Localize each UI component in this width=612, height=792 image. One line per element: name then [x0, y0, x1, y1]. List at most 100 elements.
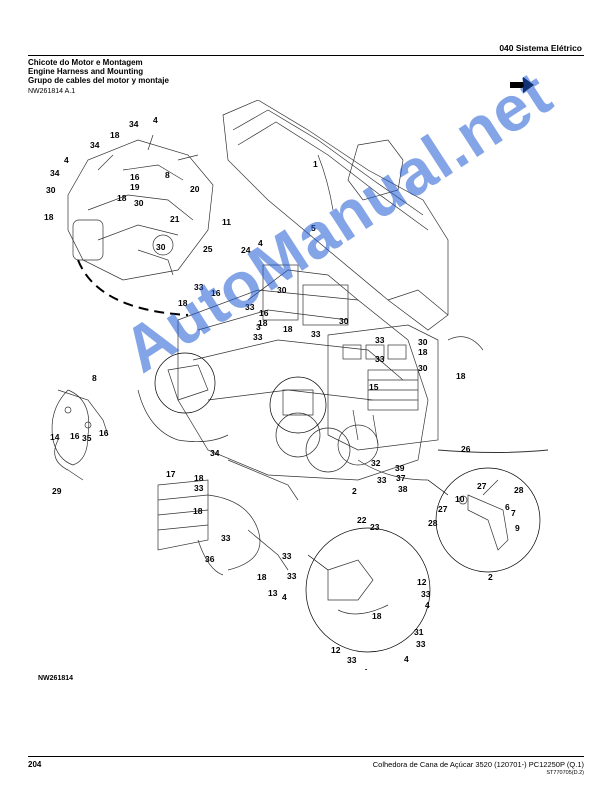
callout-34: 34	[210, 448, 220, 458]
callout-18: 18	[178, 298, 188, 308]
hood-frame	[222, 100, 449, 331]
left-harness	[51, 389, 109, 466]
callout-28: 28	[428, 518, 438, 528]
callout-7: 7	[511, 508, 516, 518]
callout-27: 27	[438, 504, 448, 514]
callout-30: 30	[277, 285, 287, 295]
callout-1: 1	[313, 159, 318, 169]
title-english: Engine Harness and Mounting	[28, 67, 144, 76]
callout-15: 15	[369, 382, 379, 392]
figure-label: NW261814	[38, 675, 74, 682]
callout-20: 20	[190, 184, 200, 194]
callout-33: 33	[377, 475, 387, 485]
callout-18: 18	[258, 318, 268, 328]
callout-8: 8	[165, 170, 170, 180]
callout-37: 37	[396, 473, 406, 483]
callout-30: 30	[134, 198, 144, 208]
callout-27: 27	[477, 481, 487, 491]
callout-33: 33	[253, 332, 263, 342]
callout-34: 34	[50, 168, 60, 178]
callout-24: 24	[241, 245, 251, 255]
callout-16: 16	[211, 288, 221, 298]
callout-32: 32	[371, 458, 381, 468]
callout-33: 33	[416, 639, 426, 649]
callout-21: 21	[170, 214, 180, 224]
callout-4: 4	[363, 667, 368, 670]
callout-4: 4	[258, 238, 263, 248]
callout-34: 34	[129, 119, 139, 129]
callout-30: 30	[418, 337, 428, 347]
footer-code: ST770705(D.2)	[546, 770, 584, 776]
callout-2: 2	[488, 572, 493, 582]
callout-16: 16	[99, 428, 109, 438]
callout-33: 33	[221, 533, 231, 543]
callout-12: 12	[417, 577, 427, 587]
callout-11: 11	[222, 217, 231, 227]
callout-25: 25	[203, 244, 213, 254]
callout-4: 4	[153, 115, 158, 125]
callout-33: 33	[194, 282, 204, 292]
figure-id: NW261814 A.1	[28, 88, 76, 95]
callout-23: 23	[370, 522, 380, 532]
header-rule	[28, 55, 584, 56]
title-portuguese: Chicote do Motor e Montagem	[28, 58, 143, 67]
callout-5: 5	[311, 223, 316, 233]
callout-38: 38	[398, 484, 408, 494]
callout-18: 18	[193, 506, 203, 516]
fuse-panel	[327, 324, 439, 451]
callout-18: 18	[372, 611, 382, 621]
engine-detail-topleft	[67, 134, 214, 281]
callout-33: 33	[287, 571, 297, 581]
callout-33: 33	[347, 655, 357, 665]
callout-29: 29	[52, 486, 62, 496]
callout-4: 4	[282, 592, 287, 602]
callout-16: 16	[130, 172, 140, 182]
callout-26: 26	[461, 444, 471, 454]
callout-33: 33	[375, 354, 385, 364]
callout-8: 8	[92, 373, 97, 383]
callout-18: 18	[110, 130, 120, 140]
callout-33: 33	[421, 589, 431, 599]
callout-39: 39	[395, 463, 405, 473]
footer-description: Colhedora de Cana de Açúcar 3520 (120701…	[372, 760, 584, 769]
callout-16: 16	[70, 431, 80, 441]
callout-12: 12	[331, 645, 341, 655]
callout-30: 30	[339, 316, 349, 326]
callout-22: 22	[357, 515, 367, 525]
callout-33: 33	[282, 551, 292, 561]
engine-block	[177, 264, 429, 481]
title-block: Chicote do Motor e Montagem Engine Harne…	[28, 58, 169, 85]
callout-18: 18	[117, 193, 127, 203]
callout-36: 36	[205, 554, 215, 564]
callout-6: 6	[505, 502, 510, 512]
page-number: 204	[28, 760, 42, 769]
callout-34: 34	[90, 140, 100, 150]
callout-18: 18	[418, 347, 428, 357]
callout-18: 18	[456, 371, 466, 381]
exploded-parts-drawing: 34 4 18 34 4 34 16 8 19 20 30 18 30 21 1…	[44, 100, 549, 670]
callout-18: 18	[194, 473, 204, 483]
callout-4: 4	[425, 600, 430, 610]
callout-16: 16	[259, 308, 269, 318]
callout-19: 19	[130, 182, 140, 192]
callout-33: 33	[375, 335, 385, 345]
callout-28: 28	[514, 485, 524, 495]
callout-2: 2	[352, 486, 357, 496]
callout-14: 14	[50, 432, 60, 442]
callout-13: 13	[268, 588, 278, 598]
section-title: 040 Sistema Elétrico	[499, 43, 582, 53]
callout-30: 30	[46, 185, 56, 195]
callout-31: 31	[414, 627, 424, 637]
callout-35: 35	[82, 433, 92, 443]
callout-labels: 34 4 18 34 4 34 16 8 19 20 30 18 30 21 1…	[44, 115, 524, 670]
callout-33: 33	[194, 483, 204, 493]
callout-4: 4	[64, 155, 69, 165]
callout-18: 18	[283, 324, 293, 334]
callout-30: 30	[156, 242, 166, 252]
callout-4: 4	[404, 654, 409, 664]
callout-33: 33	[311, 329, 321, 339]
lower-bracket	[157, 459, 299, 576]
callout-33: 33	[245, 302, 255, 312]
callout-18: 18	[44, 212, 54, 222]
callout-18: 18	[257, 572, 267, 582]
